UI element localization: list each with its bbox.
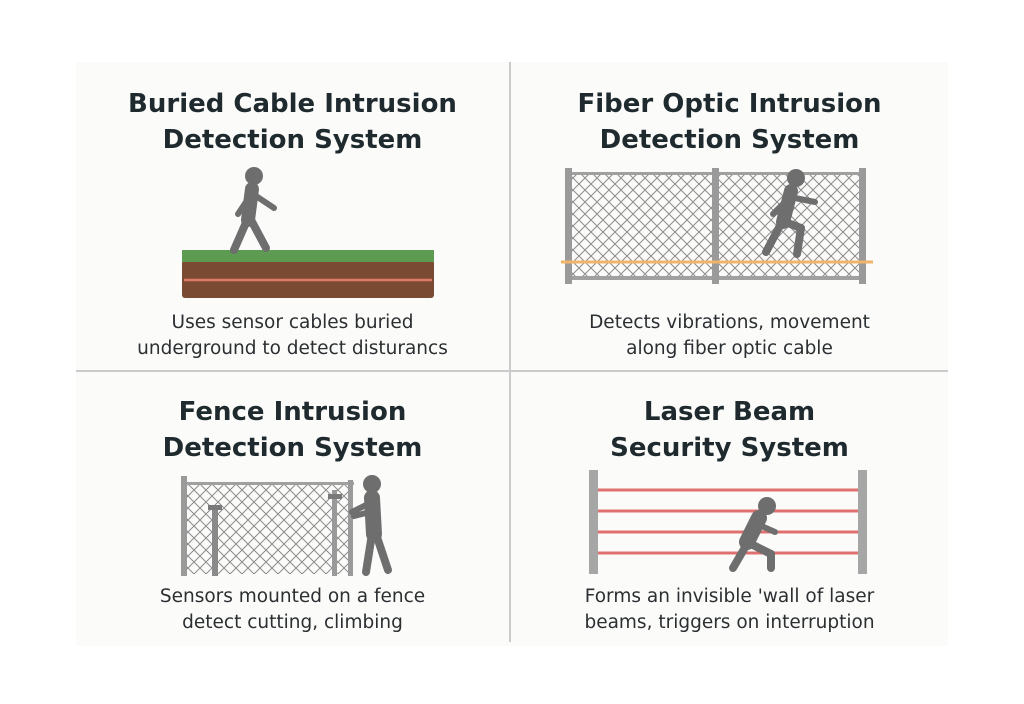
horizontal-divider — [76, 370, 948, 372]
fence-post — [181, 476, 187, 576]
buried-cable-illustration — [182, 167, 434, 298]
panel-title: Buried Cable Intrusion Detection System — [76, 86, 509, 158]
panel-laser-beam: Laser Beam Security System Forms an invi… — [511, 372, 948, 646]
caption-line-1: Detects vibrations, movement — [589, 312, 870, 333]
panel-title: Laser Beam Security System — [511, 394, 948, 466]
laser-post-left — [589, 470, 598, 574]
caption-line-1: Forms an invisible 'wall of laser — [584, 586, 875, 607]
panel-caption: Uses sensor cables buried underground to… — [76, 310, 509, 362]
fence-post — [565, 168, 572, 284]
caption-line-2: along fiber optic cable — [626, 338, 833, 359]
fence-post — [332, 490, 337, 576]
title-line-2: Security System — [610, 433, 849, 463]
title-line-2: Detection System — [162, 433, 423, 463]
title-line-1: Fence Intrusion — [178, 397, 407, 427]
fence-sensor-cap — [328, 494, 342, 499]
panel-caption: Detects vibrations, movement along fiber… — [511, 310, 948, 362]
caption-line-1: Sensors mounted on a fence — [159, 586, 426, 607]
fence-post — [348, 480, 353, 576]
laser-beam-illustration — [589, 470, 867, 574]
panel-fiber-optic: Fiber Optic Intrusion Detection System D… — [511, 62, 948, 370]
fence-post — [712, 168, 719, 284]
laser-post-right — [858, 470, 867, 574]
panel-title: Fiber Optic Intrusion Detection System — [511, 86, 948, 158]
panel-title: Fence Intrusion Detection System — [76, 394, 509, 466]
fiber-optic-illustration — [561, 168, 873, 284]
chain-link-mesh — [186, 484, 350, 574]
panel-caption: Forms an invisible 'wall of laser beams,… — [511, 584, 948, 636]
title-line-1: Buried Cable Intrusion — [128, 89, 457, 119]
running-person-icon — [762, 169, 818, 258]
caption-line-2: detect cutting, climbing — [182, 612, 403, 633]
caption-line-1: Uses sensor cables buried — [171, 312, 414, 333]
caption-line-2: beams, triggers on interruption — [584, 612, 875, 633]
panel-buried-cable: Buried Cable Intrusion Detection System … — [76, 62, 509, 370]
fence-sensor — [212, 508, 218, 576]
walking-person-icon — [230, 167, 277, 254]
panel-caption: Sensors mounted on a fence detect cuttin… — [76, 584, 509, 636]
vertical-divider — [509, 62, 511, 642]
fence-top-rail — [182, 482, 354, 485]
title-line-1: Laser Beam — [643, 397, 816, 427]
title-line-2: Detection System — [599, 125, 860, 155]
title-line-1: Fiber Optic Intrusion — [577, 89, 882, 119]
fence-illustration — [181, 475, 392, 576]
grass-layer — [182, 250, 434, 262]
fence-sensor-cap — [208, 505, 222, 510]
title-line-2: Detection System — [162, 125, 423, 155]
fence-post — [859, 168, 866, 284]
panel-fence: Fence Intrusion Detection System Sensors… — [76, 372, 509, 646]
crouching-person-icon — [729, 497, 778, 572]
caption-line-2: underground to detect disturancs — [137, 338, 448, 359]
climbing-person-icon — [349, 475, 392, 576]
